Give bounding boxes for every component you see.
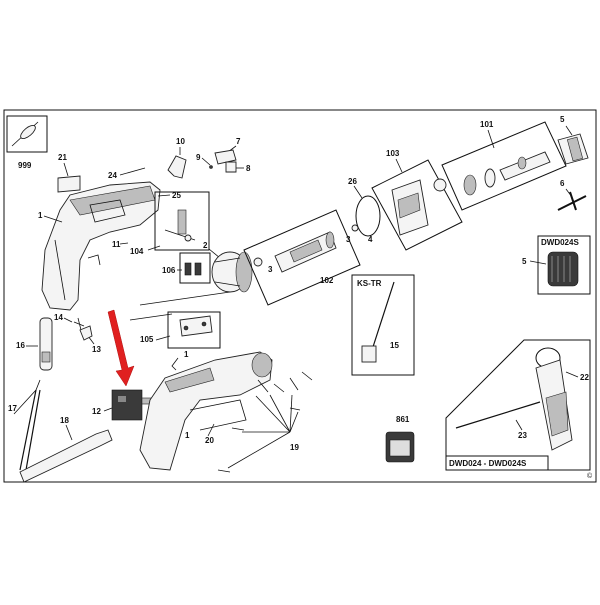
label-105: 105 [140,335,154,344]
red-arrow-indicator [107,309,135,387]
box-105 [167,311,221,349]
tool-icon-999 [11,121,39,147]
box-102 [243,209,361,306]
brush-holder-104 [164,209,196,242]
switch-button-7 [214,149,237,165]
label-11: 11 [112,240,121,249]
carbon-brush-b [194,262,202,276]
label-999: 999 [18,161,32,170]
label-101: 101 [480,120,494,129]
box-103 [371,159,463,251]
label-19: 19 [290,443,299,452]
label-26: 26 [348,177,357,186]
label-21: 21 [58,153,67,162]
label-5-b: 5 [522,257,527,266]
gear-housing-103 [391,178,447,236]
chuck-key-6 [557,191,587,211]
box-dwd024s [537,235,591,295]
depth-rod-18 [19,429,113,483]
label-dwd024-range: DWD024 - DWD024S [449,459,527,468]
trigger-switch-12 [111,389,153,421]
label-102: 102 [320,276,334,285]
label-17: 17 [8,404,17,413]
box-101 [441,121,567,211]
label-14: 14 [54,313,63,322]
label-2: 2 [203,241,208,250]
carry-case-861 [385,431,415,463]
armature-102 [253,231,337,273]
label-15: 15 [390,341,399,350]
label-ks-tr: KS-TR [357,279,382,288]
label-1-b: 1 [184,350,189,359]
carbon-brush-a [184,262,192,276]
housing-left-half [41,181,161,311]
label-dwd024s: DWD024S [541,238,579,247]
label-23: 23 [518,431,527,440]
label-10: 10 [176,137,185,146]
screw-set-19 [217,371,313,473]
label-103: 103 [386,149,400,158]
label-861: 861 [396,415,410,424]
label-22: 22 [580,373,589,382]
label-18: 18 [60,416,69,425]
label-25: 25 [172,191,181,200]
tool-15 [361,281,395,363]
label-20: 20 [205,436,214,445]
o-ring-26 [355,195,381,237]
box-ks-tr [351,274,415,376]
box-dwd024-range [445,339,591,471]
label-5-a: 5 [560,115,565,124]
depth-stop-23 [455,401,541,429]
stator-field-2 [211,251,253,293]
side-handle-22 [535,347,573,451]
label-13: 13 [92,345,101,354]
label-16: 16 [16,341,25,350]
label-7: 7 [236,137,241,146]
keyless-chuck-5 [547,251,579,287]
label-4: 4 [368,235,373,244]
diagram-frame [3,109,597,483]
spring-clip-8 [225,161,237,173]
spindle-101 [463,151,551,196]
label-24: 24 [108,171,117,180]
label-3-a: 3 [268,265,273,274]
label-1-a: 1 [38,211,43,220]
box-104 [154,191,210,251]
assembled-drill-body [139,351,273,471]
box-106 [179,252,211,284]
label-6: 6 [560,179,565,188]
label-8: 8 [246,164,251,173]
switch-plate-105 [179,315,213,337]
label-104: 104 [130,247,144,256]
label-12: 12 [92,407,101,416]
cord-guard-16 [39,317,53,371]
label-3-b: 3 [346,235,351,244]
box-999 [6,115,48,153]
label-1-c: 1 [185,431,190,440]
wire-rod [139,291,231,306]
label-106: 106 [162,266,176,275]
label-9: 9 [196,153,201,162]
lever-10 [167,155,187,179]
keyed-chuck-5 [557,133,589,165]
label-plate-21 [57,175,81,193]
copyright-mark: © [587,472,593,480]
